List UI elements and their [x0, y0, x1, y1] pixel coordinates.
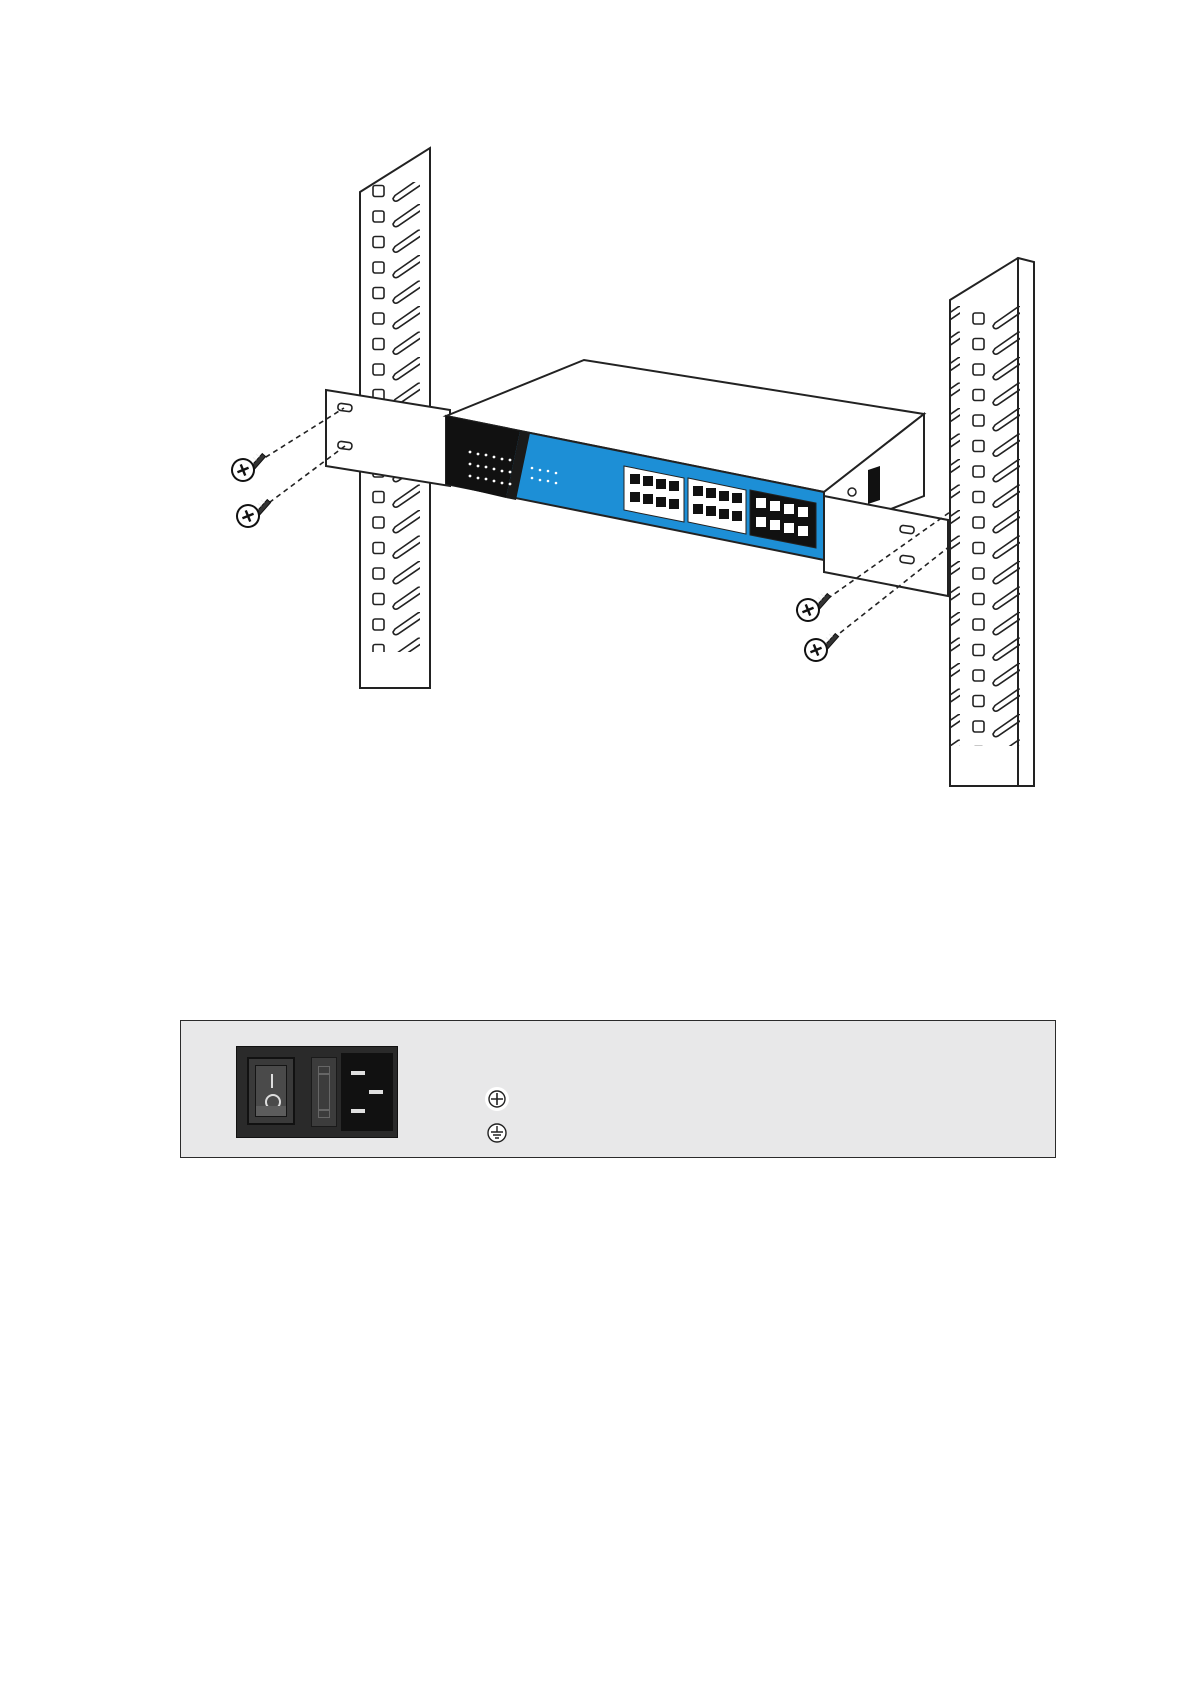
screw-icon: [794, 590, 837, 624]
rack-mount-diagram: [0, 0, 1192, 820]
inlet-pin-bottom: [351, 1109, 365, 1113]
power-switch-icon[interactable]: [247, 1057, 295, 1125]
right-rack-rail: [950, 258, 1034, 786]
right-mounting-bracket: [824, 496, 948, 596]
power-switch-rocker[interactable]: [255, 1065, 287, 1117]
switch-lip: [256, 1106, 286, 1116]
fuse-icon: [311, 1057, 337, 1127]
switch-on-mark: [271, 1074, 273, 1088]
screw-icon: [229, 450, 272, 484]
ac-inlet-icon: [341, 1053, 393, 1131]
fuse-cap-top: [318, 1066, 330, 1074]
rear-panel: [180, 1020, 1056, 1158]
inlet-pin-mid: [369, 1090, 383, 1094]
fuse-cap-bottom: [318, 1110, 330, 1118]
left-mounting-bracket: [326, 390, 450, 486]
earth-ground-icon: [488, 1124, 506, 1142]
fuse-body: [318, 1074, 330, 1110]
ground-screw-icon: [485, 1087, 509, 1111]
screw-icon: [802, 630, 845, 664]
power-module: [236, 1046, 398, 1138]
inlet-pin-top: [351, 1071, 365, 1075]
ground-symbols: [479, 1083, 519, 1153]
